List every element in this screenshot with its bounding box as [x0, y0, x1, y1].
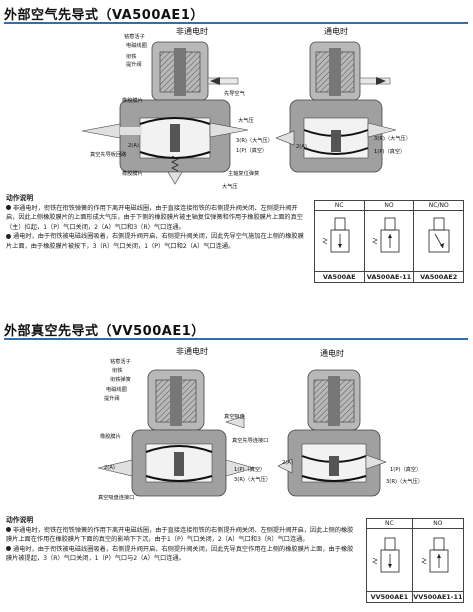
section2-title-rule — [4, 338, 468, 340]
s1-label-armature: 衔铁 — [126, 54, 137, 60]
bullet-icon — [6, 233, 11, 239]
s2-sym-header: NC — [366, 518, 413, 529]
s2-symbol-nc — [366, 528, 413, 592]
s2-label-port-p-off: 1(P)（真空） — [234, 467, 266, 473]
s2-label-armature: 衔铁 — [112, 368, 123, 374]
s1-label-port-r-on: 3(R)（大气压） — [374, 136, 411, 142]
s1-label-port-r-off: 3(R)（大气压） — [236, 138, 273, 144]
s1-sym-header: NC/NO — [413, 200, 464, 211]
s1-model-name: VA500AE2 — [413, 271, 464, 283]
valve-symbol-icon — [428, 217, 450, 253]
section1-title: 外部空气先导式（VA500AE1） — [4, 8, 204, 23]
s2-sym-header: NO — [411, 518, 465, 529]
section1-title-rule — [4, 22, 468, 24]
s1-symbol-no — [363, 210, 415, 272]
s1-label-pilot-air: 先导空气 — [224, 91, 245, 97]
s1-label-atm-bottom: 大气压 — [222, 184, 238, 190]
section2-diagram-off — [97, 369, 256, 497]
s1-label-return-spring: 主轴复位弹簧 — [228, 171, 260, 177]
s1-label-mingdian: 铭惹活子 — [124, 34, 145, 40]
s2-label-poppet: 提升阀 — [104, 396, 120, 402]
s2-label-port-p-on: 1(P)（真空） — [390, 467, 422, 473]
section1-state-off-label: 非通电时 — [176, 27, 208, 36]
s1-symbol-nc — [314, 210, 365, 272]
section2-state-off-label: 非通电时 — [176, 347, 208, 356]
section2-description: 动作说明 非通电时，衔铁在衔铁弹簧的作用下离开电磁线圈，由于直接连接衔铁的右侧提… — [6, 516, 356, 564]
s2-label-mingdian: 铭惹活子 — [110, 359, 131, 365]
s1-label-vacuum-circuit: 真空先导板回路 — [90, 152, 127, 158]
valve-symbol-icon — [421, 537, 449, 573]
s2-label-suction-cup: 真空吸盘 — [224, 414, 245, 420]
s1-label-poppet: 提升阀 — [126, 62, 142, 68]
section2-desc-item: 通电时，由于衔铁被电磁线圈吸着，右侧提升阀开启，右侧提升阀关闭，因此先导真空作用… — [6, 545, 354, 563]
bullet-icon — [6, 205, 11, 211]
s1-label-diaphragm-top: 橡胶膜片 — [122, 98, 143, 104]
section1-symbol-table: NC NO NC/NO — [314, 200, 464, 283]
valve-symbol-icon — [372, 217, 400, 253]
s2-label-coil: 电磁线圈 — [106, 387, 127, 393]
section1-description: 动作说明 非通电时，衔铁在衔铁弹簧的作用下离开电磁线圈，由于直接连接衔铁的右侧提… — [6, 194, 306, 252]
section1-desc-item: 非通电时，衔铁在衔铁弹簧的作用下离开电磁线圈，由于直接连接衔铁的右侧提升阀关闭、… — [6, 204, 303, 231]
s2-label-port-r-on: 3(R)（大气压） — [386, 479, 423, 485]
s2-symbol-no — [411, 528, 465, 592]
s2-label-port-a-off: 2(A) — [104, 465, 115, 471]
s2-model-name: VV500AE1-11 — [411, 591, 465, 603]
section2-desc-item: 非通电时，衔铁在衔铁弹簧的作用下离开电磁线圈，由于直接连接衔铁的右侧提升阀关闭、… — [6, 526, 354, 544]
section2-desc-heading: 动作说明 — [6, 516, 34, 524]
s2-model-name: VV500AE1 — [366, 591, 413, 603]
s2-label-suction-port: 真空吸盘连接口 — [98, 495, 135, 501]
valve-symbol-icon — [372, 537, 400, 573]
s1-label-atm-top: 大气压 — [238, 118, 254, 124]
s2-label-diaphragm: 橡胶膜片 — [100, 434, 121, 440]
section2-state-on-label: 通电时 — [320, 349, 344, 358]
s1-model-name: VA500AE-11 — [363, 271, 415, 283]
s1-label-diaphragm-bottom: 橡胶膜片 — [122, 171, 143, 177]
s2-label-armature-spring: 衔铁弹簧 — [110, 377, 131, 383]
s2-label-vacuum-pilot: 真空先导连接口 — [232, 438, 269, 444]
s1-label-coil: 电磁线圈 — [126, 43, 147, 49]
valve-symbol-icon — [322, 217, 350, 253]
section1-state-on-label: 通电时 — [324, 27, 348, 36]
s1-label-port-p-off: 1(P)（真空） — [236, 148, 268, 154]
section2-diagram-on — [278, 369, 387, 497]
s1-model-name: VA500AE — [314, 271, 365, 283]
s2-label-port-r-off: 3(R)（大气压） — [234, 477, 271, 483]
section2-symbol-table: NC NO VV500AE1 VV500AE1-11 — [366, 518, 465, 603]
s1-label-port-p-on: 1(P)（真空） — [374, 149, 406, 155]
s2-label-port-a-on: 2(A) — [282, 460, 293, 466]
section1-diagram-off — [81, 41, 249, 185]
s1-sym-header: NO — [363, 200, 415, 211]
bullet-icon — [6, 527, 11, 533]
s1-label-port-a-on: 2(A) — [296, 144, 307, 150]
s1-label-port-a-off: 2(A) — [128, 143, 139, 149]
section1-desc-heading: 动作说明 — [6, 194, 34, 202]
section2-title: 外部真空先导式（VV500AE1） — [4, 324, 205, 339]
section1-diagram-on — [276, 41, 396, 173]
section1-desc-item: 通电时，由于衔铁被电磁线圈吸着，右侧提升阀开启，右侧提升阀关闭，因此先导空气施加… — [6, 233, 304, 250]
s1-symbol-ncno — [413, 210, 464, 272]
s1-sym-header: NC — [314, 200, 365, 211]
bullet-icon — [6, 546, 11, 552]
